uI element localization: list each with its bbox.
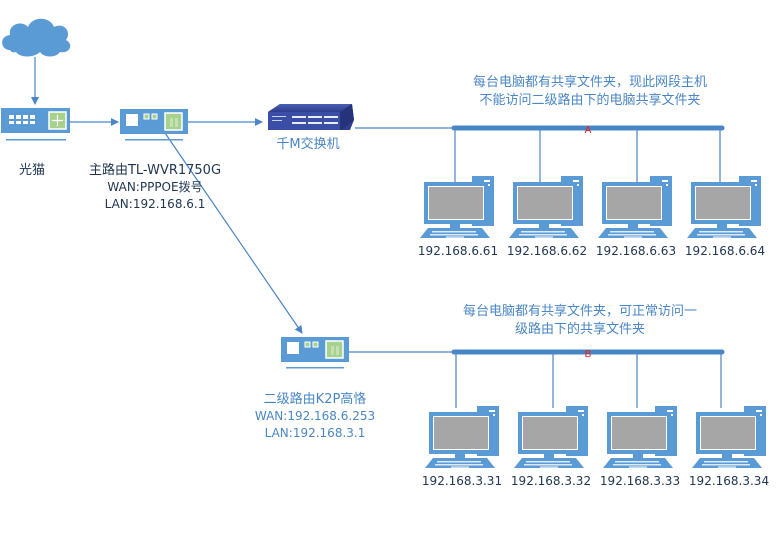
segment-b-note-line: 每台电脑都有共享文件夹，可正常访问一 bbox=[462, 304, 697, 319]
segment-a-note-line: 不能访问二级路由下的电脑共享文件夹 bbox=[479, 93, 701, 108]
host-ip-label: 192.168.3.32 bbox=[510, 474, 592, 488]
computer-icon bbox=[420, 176, 494, 238]
computer-icon bbox=[509, 176, 583, 238]
host-ip-label: 192.168.3.33 bbox=[599, 474, 681, 488]
host-ip-label: 192.168.6.62 bbox=[506, 244, 588, 258]
main-router-model: 主路由TL-WVR1750G bbox=[88, 163, 222, 178]
switch-label: 千M交换机 bbox=[276, 137, 340, 152]
host-ip-label: 192.168.6.63 bbox=[595, 244, 677, 258]
segment-b-note: 每台电脑都有共享文件夹，可正常访问一 级路由下的共享文件夹 bbox=[430, 303, 730, 339]
computer-icon bbox=[687, 176, 761, 238]
segment-a-note-line: 每台电脑都有共享文件夹，现此网段主机 bbox=[472, 75, 707, 90]
secondary-router-label: 二级路由K2P高恪 WAN:192.168.6.253 LAN:192.168.… bbox=[240, 391, 390, 442]
secondary-router-model: 二级路由K2P高恪 bbox=[263, 392, 367, 407]
computer-icon bbox=[692, 406, 766, 468]
main-router-label: 主路由TL-WVR1750G WAN:PPPOE拨号 LAN:192.168.6… bbox=[80, 162, 230, 213]
bus-b-marker: B bbox=[585, 349, 592, 360]
host-ip-label: 192.168.6.61 bbox=[417, 244, 499, 258]
computer-icon bbox=[514, 406, 588, 468]
secondary-router-lan: LAN:192.168.3.1 bbox=[264, 426, 366, 440]
bus-a bbox=[451, 125, 725, 184]
secondary-router-icon bbox=[280, 336, 350, 370]
host-ip-label: 192.168.6.64 bbox=[684, 244, 766, 258]
main-router-icon bbox=[119, 108, 189, 142]
computer-icon bbox=[598, 176, 672, 238]
host-ip-label: 192.168.3.34 bbox=[688, 474, 770, 488]
secondary-router-wan: WAN:192.168.6.253 bbox=[254, 409, 376, 423]
main-router-wan: WAN:PPPOE拨号 bbox=[107, 180, 203, 194]
main-router-lan: LAN:192.168.6.1 bbox=[104, 197, 206, 211]
modem-icon bbox=[1, 108, 70, 141]
computer-icon bbox=[603, 406, 677, 468]
link-router-secondary bbox=[164, 132, 303, 334]
segment-b-note-line: 级路由下的共享文件夹 bbox=[514, 322, 645, 337]
switch-icon bbox=[268, 104, 354, 130]
bus-b bbox=[451, 349, 725, 408]
cloud-icon bbox=[2, 18, 71, 57]
host-ip-label: 192.168.3.31 bbox=[421, 474, 503, 488]
bus-a-marker: A bbox=[585, 125, 592, 136]
segment-a-note: 每台电脑都有共享文件夹，现此网段主机 不能访问二级路由下的电脑共享文件夹 bbox=[440, 74, 740, 110]
computer-icon bbox=[425, 406, 499, 468]
modem-label: 光猫 bbox=[18, 163, 45, 178]
